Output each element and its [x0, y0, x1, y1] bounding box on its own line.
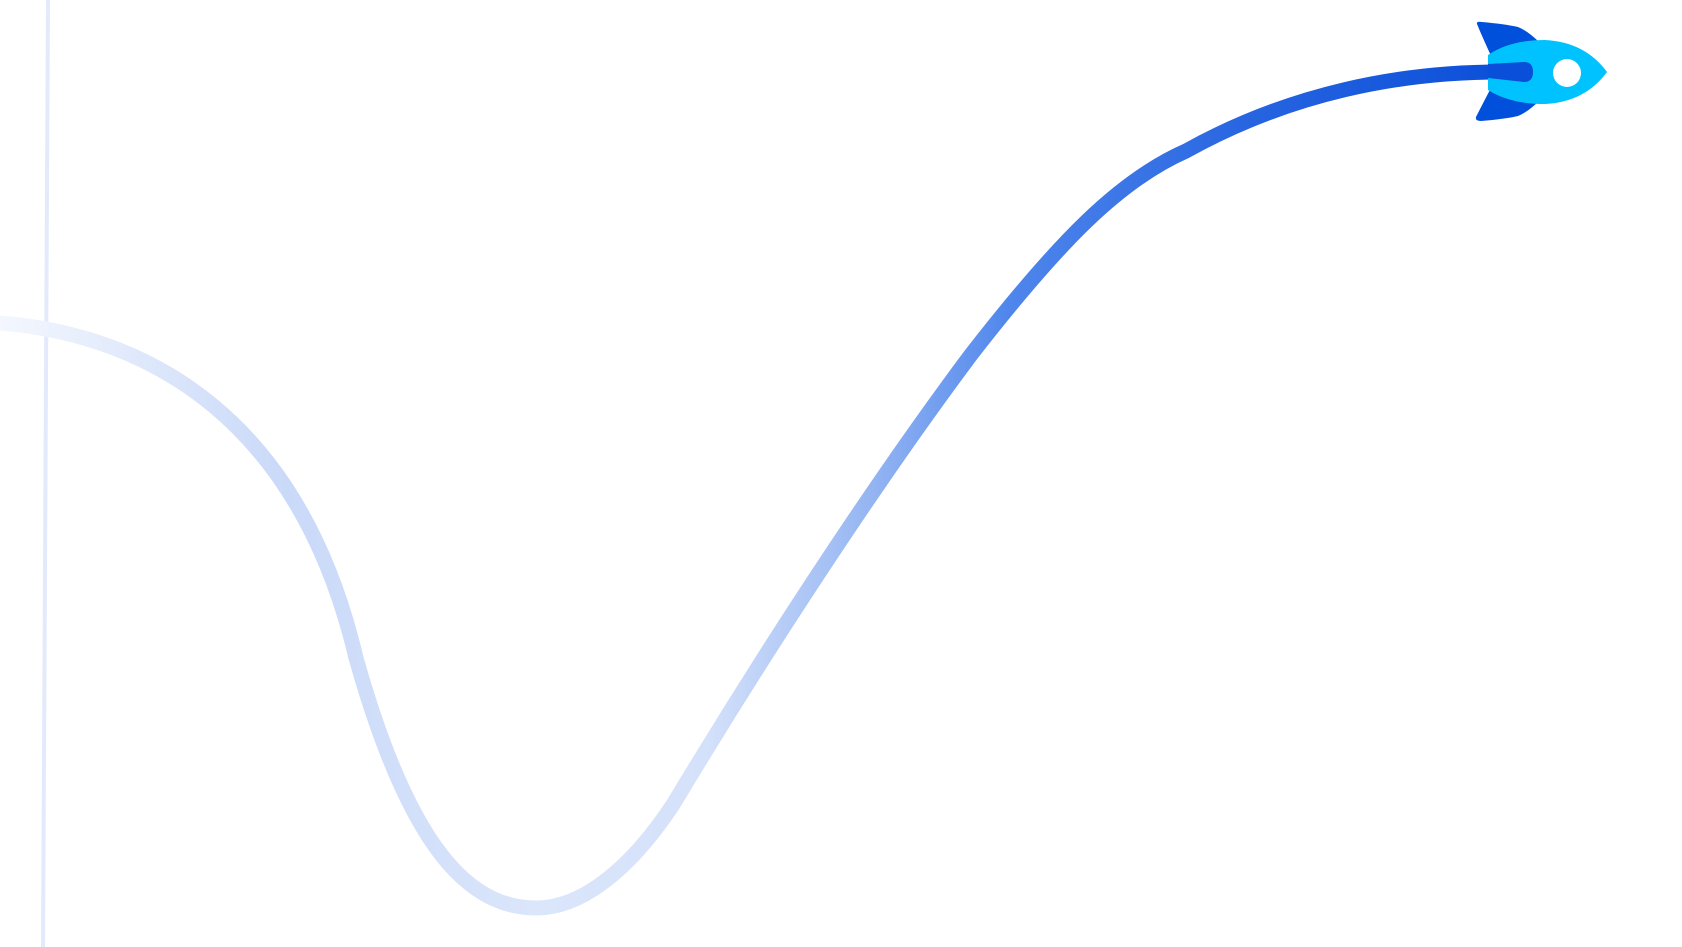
rocket-top-fin — [1476, 21, 1540, 58]
growth-trail — [0, 64, 1508, 916]
rocket-bottom-fin — [1475, 86, 1540, 121]
rocket-window — [1553, 59, 1581, 87]
rocket-exhaust — [1488, 62, 1533, 82]
axis-line — [41, 0, 50, 947]
rocket-body — [1488, 40, 1607, 104]
rocket-icon — [1475, 21, 1607, 121]
